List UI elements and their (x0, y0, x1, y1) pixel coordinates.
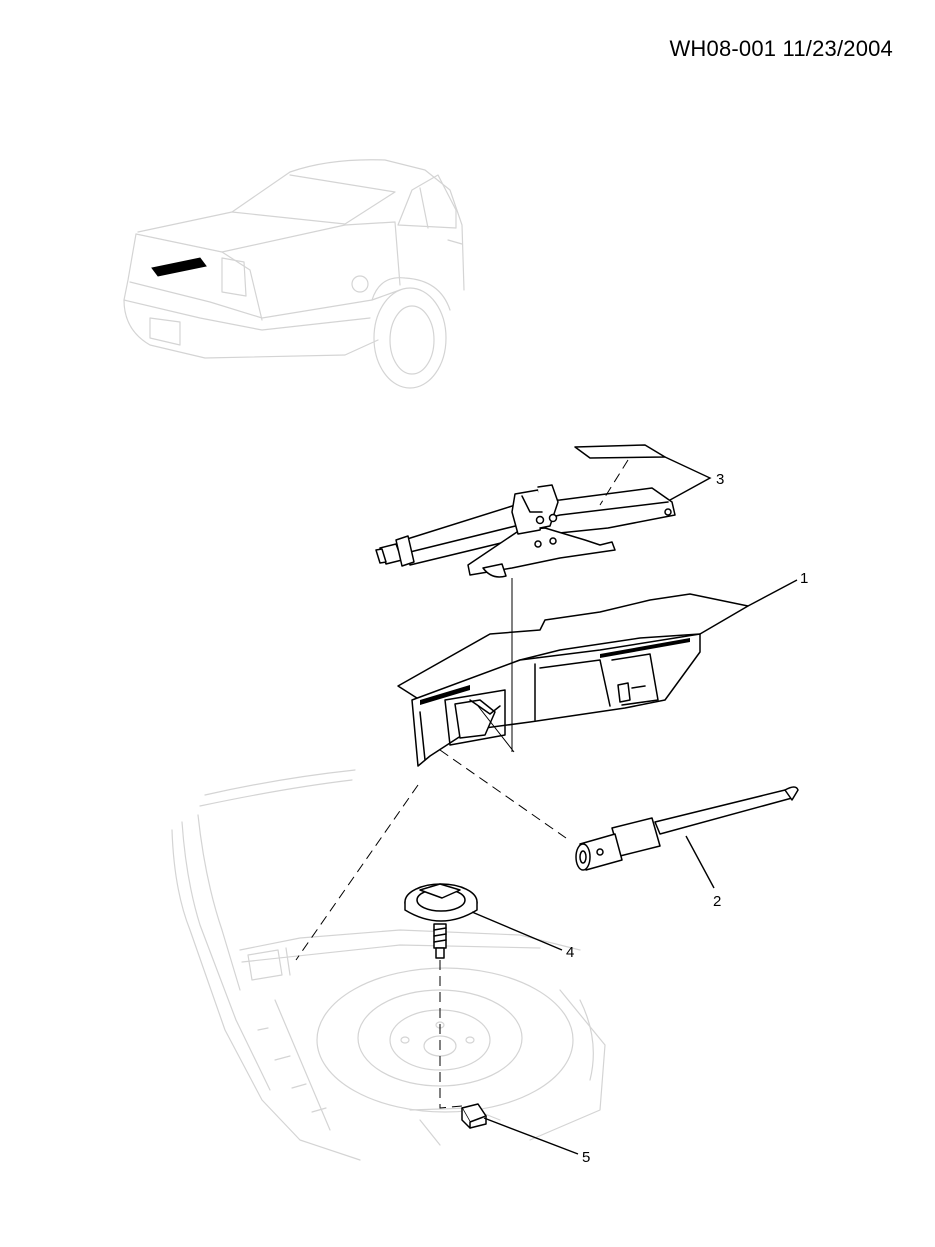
callout-label-3: 3 (716, 471, 724, 488)
jack-location-marker-icon (151, 257, 207, 277)
scissor-jack-icon (375, 444, 676, 578)
callout-label-4: 4 (566, 944, 574, 961)
trunk-floor-silhouette-icon (171, 769, 606, 1161)
jack-storage-tray-icon (397, 593, 749, 767)
vehicle-rear-silhouette-icon (123, 159, 465, 389)
jack-handle-wrench-icon (575, 786, 799, 871)
wing-bolt-icon (404, 883, 478, 959)
callout-label-2: 2 (713, 893, 721, 910)
callout-label-5: 5 (582, 1149, 590, 1166)
callout-label-1: 1 (800, 570, 808, 587)
diagram-reference: WH08-001 11/23/2004 (669, 36, 893, 61)
callout-3: 3 (664, 456, 724, 501)
callout-1: 1 (747, 570, 808, 607)
jack-label-plate (574, 444, 666, 459)
callout-4: 4 (471, 911, 574, 961)
callout-2: 2 (685, 835, 721, 910)
clip-nut-icon (461, 1103, 487, 1129)
callout-5: 5 (483, 1117, 590, 1166)
